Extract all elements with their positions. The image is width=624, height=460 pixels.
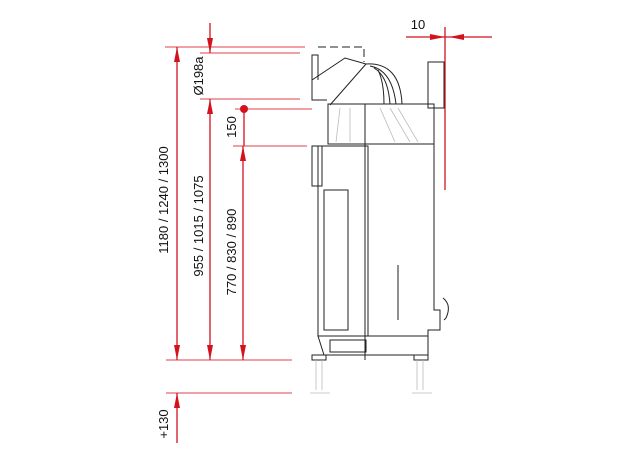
dimension-flue-diameter [207, 23, 213, 360]
dimension-leg-extension [174, 393, 180, 443]
dimension-total-height [174, 47, 180, 360]
label-flue-top: 955 / 1015 / 1075 [191, 175, 206, 276]
label-flue-center: 770 / 830 / 890 [224, 209, 239, 296]
dimension-glass-offset [406, 27, 492, 190]
label-flue-diameter: Ø198a [191, 56, 206, 96]
label-total-height: 1180 / 1240 / 1300 [156, 146, 171, 253]
dimension-flue-center [240, 105, 248, 360]
label-glass-offset: 10 [411, 17, 425, 32]
label-leg-extension: +130 [156, 409, 171, 438]
label-offset: 150 [224, 116, 239, 138]
stove-drawing [310, 46, 449, 394]
